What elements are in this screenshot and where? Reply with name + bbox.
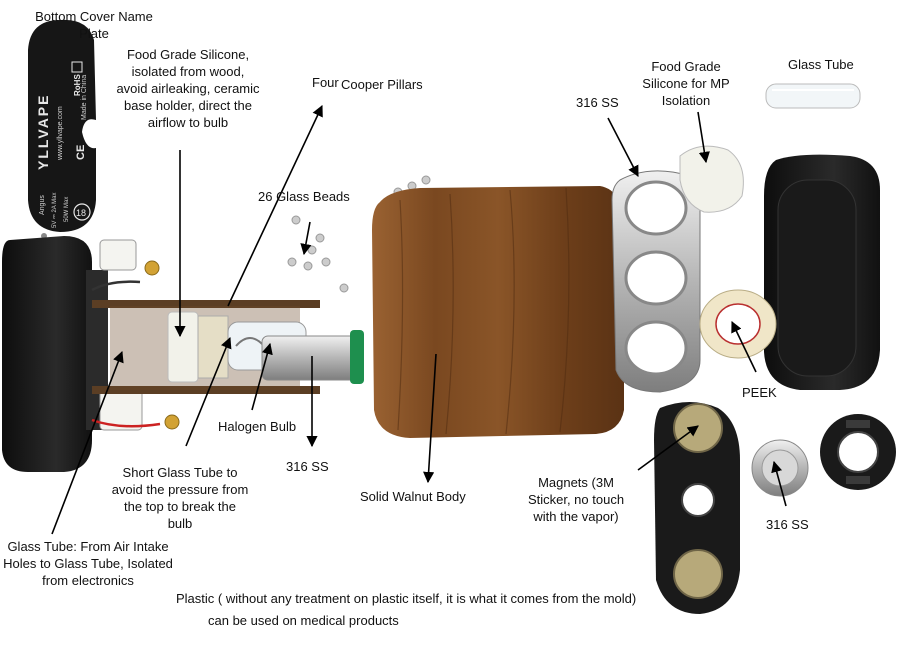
- arrow-halogen-bulb: [251, 342, 273, 411]
- nameplate-recycle-icon: [71, 61, 83, 73]
- nameplate-brand: YLLVAPE: [35, 94, 51, 171]
- glass-tube: [765, 83, 861, 109]
- label-nameplate: Bottom Cover Name Plate: [35, 9, 153, 41]
- arrow-peek: [731, 320, 757, 373]
- nameplate-model: Angus: [39, 195, 46, 215]
- arrow-ss-disc: [771, 460, 787, 507]
- nameplate-ce-mark: CE: [75, 145, 87, 160]
- label-silicone-base: Food Grade Silicone, isolated from wood,…: [116, 47, 260, 130]
- arrow-short-glass-tube: [185, 336, 232, 447]
- label-short-glass-tube: Short Glass Tube to avoid the pressure f…: [111, 465, 249, 531]
- ss-plate: [611, 170, 701, 393]
- nameplate-url: www.yllvape.com: [57, 106, 64, 161]
- label-silicone-mp: Food Grade Silicone for MP Isolation: [642, 59, 730, 108]
- label-halogen-bulb: Halogen Bulb: [218, 419, 297, 434]
- peek-ring: [699, 289, 777, 359]
- nameplate-power: 50W Max: [64, 197, 70, 222]
- label-ss-plate: 316 SS: [576, 95, 619, 110]
- magnet-plate: [654, 402, 740, 614]
- nameplate-origin: Made in China: [81, 75, 88, 120]
- copper-pillar-bottom: [92, 386, 320, 394]
- silicone-base: [167, 311, 199, 383]
- arrow-silicone-mp: [697, 111, 710, 164]
- label-ss-tube: 316 SS: [286, 459, 329, 474]
- label-magnets: Magnets (3M Sticker, no touch with the v…: [527, 475, 625, 524]
- label-medical: can be used on medical products: [208, 613, 399, 628]
- arrow-magnets: [637, 425, 699, 471]
- top-cover: [764, 154, 880, 390]
- label-pillars-four: Four: [312, 75, 339, 90]
- label-ss-disc: 316 SS: [766, 517, 809, 532]
- nameplate-voltage: 5V ⎓ 2A Max: [52, 193, 58, 228]
- arrow-walnut-body: [423, 353, 437, 484]
- walnut-body: [372, 186, 624, 438]
- mouthpiece-cap: [820, 414, 896, 490]
- silicone-mp: [679, 145, 744, 213]
- label-plastic: Plastic ( without any treatment on plast…: [176, 591, 637, 606]
- label-walnut-body: Solid Walnut Body: [360, 489, 466, 504]
- short-glass-tube: [197, 315, 229, 379]
- copper-pillar-top: [92, 300, 320, 308]
- label-beads: 26 Glass Beads: [258, 189, 350, 204]
- label-glass-tube: Glass Tube: [788, 57, 854, 72]
- nameplate-age: 18: [76, 208, 86, 218]
- label-peek: PEEK: [742, 385, 777, 400]
- pointer-arrows: [51, 104, 787, 535]
- ss-disc: [751, 439, 809, 497]
- arrow-glass-tube-intake: [51, 350, 124, 535]
- label-glass-tube-intake: Glass Tube: From Air Intake Holes to Gla…: [3, 539, 173, 588]
- heater-core: [92, 300, 364, 394]
- arrow-glass-beads: [300, 221, 312, 256]
- arrow-copper-pillars: [227, 104, 323, 307]
- ss-tube: [261, 335, 359, 381]
- nameplate-age-icon: [73, 203, 91, 221]
- arrow-ss-plate: [607, 117, 639, 177]
- nameplate-rohs-mark: RoHS: [73, 74, 82, 96]
- name-plate: YLLVAPE www.yllvape.com Made in China An…: [28, 19, 96, 239]
- label-pillars: Cooper Pillars: [341, 77, 423, 92]
